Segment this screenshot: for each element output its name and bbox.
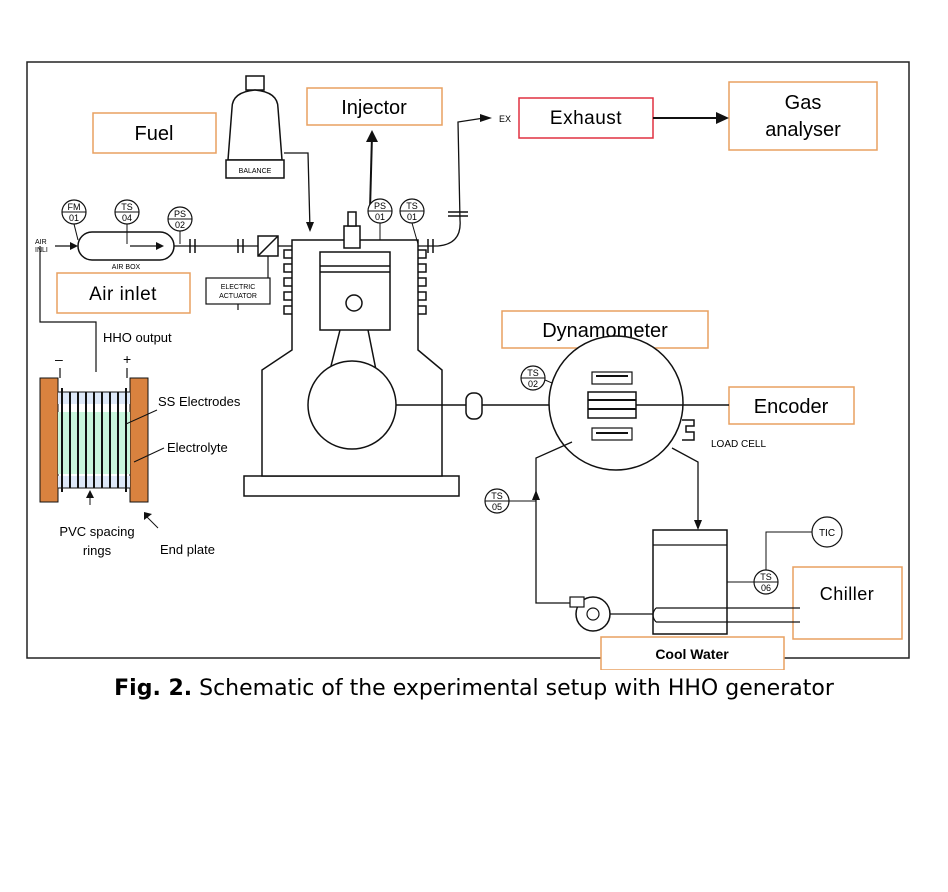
caption-text: Schematic of the experimental setup with…	[192, 676, 834, 701]
instrument-ts01: TS 01	[399, 198, 425, 224]
cool-water-tank	[652, 529, 800, 635]
instrument-ts02: TS 02	[520, 365, 546, 391]
instrument-fm01: FM 01	[61, 199, 87, 225]
fuel-line-arrow	[306, 222, 314, 232]
air-inlet-label-box: Air inlet	[56, 272, 191, 314]
gas-analyser-label-box: Gas analyser	[728, 81, 878, 151]
ss-electrodes-label: SS Electrodes	[158, 394, 241, 409]
air-inlet-small-label-2: INLI	[35, 247, 48, 254]
electric-actuator: ELECTRIC ACTUATOR	[205, 277, 271, 305]
gas-analyser-label-line1: Gas	[785, 92, 822, 114]
svg-text:TS: TS	[406, 201, 418, 211]
encoder-label: Encoder	[754, 396, 829, 418]
electric-actuator-label-1: ELECTRIC	[221, 284, 256, 291]
svg-text:05: 05	[492, 502, 502, 512]
svg-text:04: 04	[122, 213, 132, 223]
load-cell-icon	[682, 419, 695, 441]
pvc-rings-label-2: rings	[83, 543, 112, 558]
engine-base	[243, 475, 460, 497]
exhaust-stub-label: EX	[499, 114, 511, 124]
svg-text:FM: FM	[68, 202, 81, 212]
coupling	[465, 392, 483, 420]
svg-text:01: 01	[407, 212, 417, 222]
hho-generator: HHO output – + SS Electrodes Electrolyte…	[39, 330, 241, 558]
figure-caption: Fig. 2. Schematic of the experimental se…	[0, 676, 948, 701]
svg-text:06: 06	[761, 583, 771, 593]
svg-text:02: 02	[175, 220, 185, 230]
load-cell-label: LOAD CELL	[711, 439, 766, 450]
svg-text:TS: TS	[491, 491, 503, 501]
hho-output-label: HHO output	[103, 330, 172, 345]
hho-feed-line	[39, 246, 97, 372]
fuel-line	[284, 152, 311, 231]
air-inlet-label: Air inlet	[89, 284, 157, 305]
plus-terminal: +	[123, 351, 131, 367]
pvc-rings-label-1: PVC spacing	[59, 524, 134, 539]
instrument-ts04: TS 04	[114, 199, 140, 225]
svg-text:TS: TS	[121, 202, 133, 212]
injector-arrow	[369, 134, 373, 211]
cooling-loop-supply	[671, 447, 699, 528]
dynamometer-label: Dynamometer	[542, 320, 668, 342]
svg-text:TS: TS	[760, 572, 772, 582]
svg-text:PS: PS	[374, 201, 386, 211]
fuel-label: Fuel	[135, 123, 174, 145]
svg-text:PS: PS	[174, 209, 186, 219]
instrument-ts05: TS 05	[484, 488, 510, 514]
air-inlet-small-label-1: AIR	[35, 239, 47, 246]
chiller-label-box: Chiller	[792, 566, 903, 640]
injector-label-box: Injector	[306, 87, 443, 126]
svg-text:01: 01	[375, 212, 385, 222]
instrument-ps01: PS 01	[367, 198, 393, 224]
caption-prefix: Fig. 2.	[114, 676, 193, 701]
hho-setup-schematic: Fuel Injector Exhaust EX Gas analyser Ai…	[26, 61, 910, 670]
exhaust-label: Exhaust	[550, 108, 622, 129]
pump	[569, 596, 611, 632]
balance-box: BALANCE	[225, 159, 285, 179]
electric-actuator-label-2: ACTUATOR	[219, 293, 257, 300]
cool-water-label: Cool Water	[655, 646, 729, 662]
fuel-tank	[227, 75, 283, 161]
svg-text:01: 01	[69, 213, 79, 223]
tic-label: TIC	[819, 528, 835, 539]
balance-label: BALANCE	[239, 168, 272, 175]
minus-terminal: –	[55, 351, 63, 367]
instrument-tic: TIC	[811, 516, 843, 548]
end-plate-label: End plate	[160, 542, 215, 557]
svg-text:02: 02	[528, 379, 538, 389]
electrolyte-label: Electrolyte	[167, 440, 228, 455]
figure-frame	[26, 61, 910, 659]
air-box-label: AIR BOX	[112, 264, 141, 271]
injector-label: Injector	[341, 97, 407, 119]
end-plate-left	[39, 377, 59, 503]
engine	[243, 211, 460, 497]
gas-analyser-label-line2: analyser	[765, 119, 841, 141]
instrument-ps02: PS 02	[167, 206, 193, 232]
chiller-label: Chiller	[820, 584, 875, 604]
cool-water-label-box: Cool Water	[600, 636, 785, 670]
instrument-ts06: TS 06	[753, 569, 779, 595]
end-plate-right	[129, 377, 149, 503]
encoder-label-box: Encoder	[728, 386, 855, 425]
exhaust-pipe	[437, 117, 485, 247]
dynamometer	[548, 335, 684, 471]
fuel-label-box: Fuel	[92, 112, 217, 154]
exhaust-label-box: Exhaust	[518, 97, 654, 139]
cooling-loop-return	[535, 441, 573, 604]
crank-wheel	[307, 360, 397, 450]
svg-text:TS: TS	[527, 368, 539, 378]
